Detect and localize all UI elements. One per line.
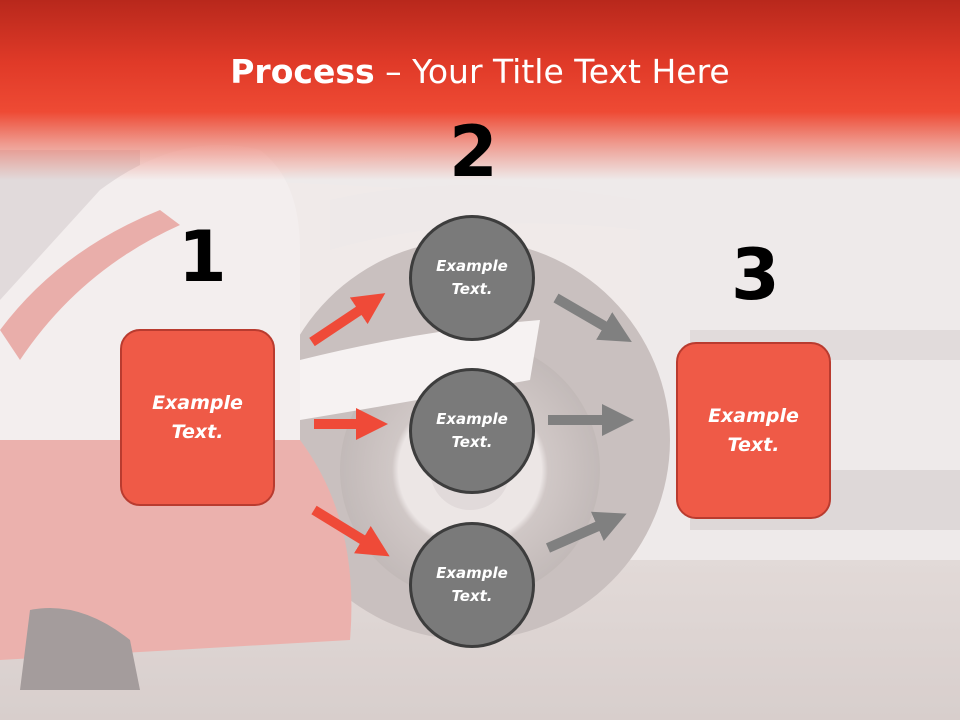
- gray-arrow-up: [545, 511, 627, 553]
- circle-1-line2: Text.: [451, 280, 493, 298]
- box-3-line2: Text.: [727, 433, 780, 456]
- header-band: [0, 0, 960, 180]
- circle-3-line1: Example: [436, 564, 508, 582]
- page-title: Process – Your Title Text Here: [0, 52, 960, 91]
- circle-3-line2: Text.: [451, 587, 493, 605]
- step-number-1: 1: [178, 216, 227, 298]
- circle-2-line2: Text.: [451, 433, 493, 451]
- red-arrow-down: [311, 505, 390, 557]
- step-number-2: 2: [449, 111, 498, 193]
- step-number-3: 3: [731, 234, 780, 316]
- circle-1-line1: Example: [436, 257, 508, 275]
- circle-2-line1: Example: [436, 410, 508, 428]
- title-rest: – Your Title Text Here: [374, 52, 730, 91]
- box-1-line1: Example: [152, 391, 243, 414]
- box-1-line2: Text.: [171, 420, 224, 443]
- box-3-line1: Example: [708, 404, 799, 427]
- gray-arrow-down: [553, 293, 632, 343]
- red-arrow-up: [309, 293, 386, 347]
- title-bold: Process: [230, 52, 375, 91]
